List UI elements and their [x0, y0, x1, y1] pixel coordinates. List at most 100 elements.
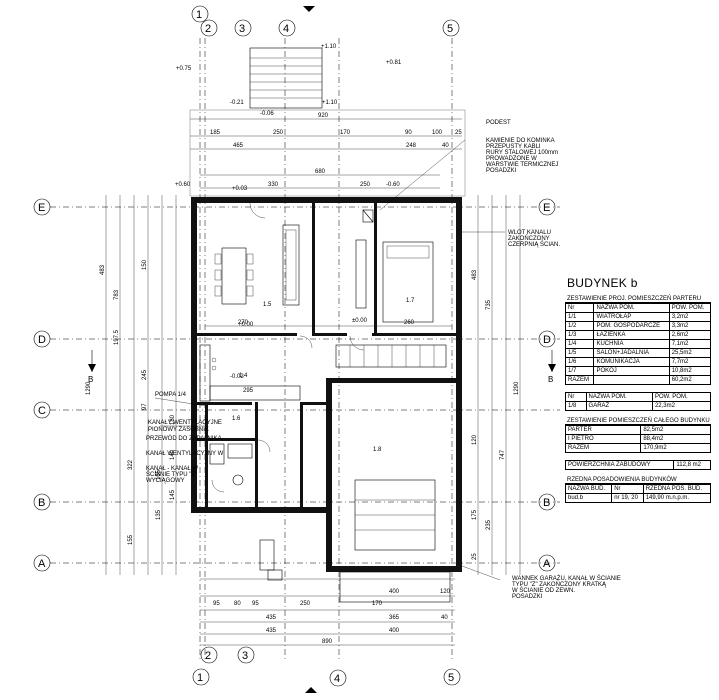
- axis-label-left-D: D: [38, 334, 46, 346]
- axis-label-top-4: 4: [283, 23, 289, 35]
- svg-text:KANAŁY WENTYLACYJNE: KANAŁY WENTYLACYJNE: [148, 420, 222, 426]
- svg-text:ŚCIANIE TYPU "Z": ŚCIANIE TYPU "Z": [146, 470, 197, 478]
- dining-table: [214, 247, 254, 305]
- svg-text:435: 435: [266, 628, 277, 634]
- svg-text:400: 400: [389, 589, 400, 595]
- axis-grid: [50, 38, 560, 660]
- axis-label-right-D: D: [543, 334, 551, 346]
- svg-text:PRZEPUSTY KABLI: PRZEPUSTY KABLI: [486, 144, 541, 150]
- svg-text:ZAKOŃCZONY: ZAKOŃCZONY: [508, 235, 550, 242]
- svg-text:25: 25: [455, 130, 462, 136]
- svg-text:1290: 1290: [86, 381, 92, 395]
- svg-text:747: 747: [500, 449, 506, 460]
- svg-text:-0.60: -0.60: [386, 182, 400, 188]
- building-title: BUDYNEK b: [567, 276, 638, 290]
- axis-label-top-3: 3: [239, 23, 245, 35]
- svg-text:PIONOWY ZASOBNIK: PIONOWY ZASOBNIK: [148, 427, 209, 433]
- axis-label-bottom-2: 2: [205, 650, 211, 662]
- svg-text:WYCIĄGOWY: WYCIĄGOWY: [146, 478, 185, 484]
- axis-bubbles-bottom: 1 2 3 4 5: [192, 646, 461, 693]
- axis-label-bottom-4: 4: [334, 673, 340, 685]
- svg-text:+0.60: +0.60: [175, 182, 191, 188]
- svg-text:POMPA 1/4: POMPA 1/4: [155, 392, 187, 398]
- entrance-stairs: [189, 47, 466, 197]
- schedule-title: ZESTAWIENIE PROJ. POMIESZCZEŃ PARTERU: [565, 296, 711, 303]
- svg-text:260: 260: [404, 320, 415, 326]
- tv-unit: [355, 239, 367, 309]
- axis-label-left-E: E: [38, 202, 45, 214]
- svg-text:-0.06: -0.06: [260, 111, 274, 117]
- svg-text:POSADZKI: POSADZKI: [486, 168, 517, 174]
- svg-text:483: 483: [472, 269, 478, 280]
- svg-text:+0.81: +0.81: [386, 60, 402, 66]
- porch-bottom: [259, 539, 283, 581]
- section-mark-right: B: [548, 350, 556, 384]
- svg-text:170: 170: [340, 130, 351, 136]
- svg-text:-0.21: -0.21: [230, 100, 244, 106]
- svg-text:185: 185: [210, 130, 221, 136]
- axis-label-top-5: 5: [447, 23, 453, 35]
- svg-text:-0.02: -0.02: [230, 374, 244, 380]
- svg-text:1290: 1290: [514, 381, 520, 395]
- sofa: [282, 224, 300, 306]
- svg-text:483: 483: [100, 264, 106, 275]
- svg-text:KANAŁ - KANAŁ W: KANAŁ - KANAŁ W: [146, 466, 198, 472]
- axis-label-left-C: C: [38, 405, 46, 417]
- axis-label-bottom-1: 1: [197, 672, 203, 684]
- svg-text:±0.00: ±0.00: [352, 318, 368, 324]
- svg-text:40: 40: [441, 615, 448, 621]
- built-area-box: POWIERZCHNIA ZABUDOWY 112,8 m2: [564, 460, 711, 470]
- svg-text:295: 295: [243, 388, 254, 394]
- room-schedule-panel: BUDYNEK b ZESTAWIENIE PROJ. POMIESZCZEŃ …: [564, 276, 712, 510]
- svg-text:95: 95: [213, 601, 220, 607]
- svg-text:90: 90: [405, 130, 412, 136]
- svg-text:W ŚCIANIE OD ZEWN.: W ŚCIANIE OD ZEWN.: [512, 586, 575, 594]
- svg-text:+1.10: +1.10: [322, 100, 338, 106]
- svg-text:235: 235: [486, 519, 492, 530]
- svg-text:245: 245: [142, 369, 148, 380]
- svg-text:165: 165: [156, 469, 162, 480]
- svg-text:PRZEWÓD DO ZAPALNIKA: PRZEWÓD DO ZAPALNIKA: [146, 435, 222, 442]
- svg-text:145: 145: [170, 489, 176, 500]
- room-number: 1.7: [406, 298, 415, 304]
- axis-label-right-A: A: [543, 558, 551, 570]
- svg-text:WANNEK GARAŻU, KANAŁ W ŚCIANIE: WANNEK GARAŻU, KANAŁ W ŚCIANIE: [512, 574, 621, 582]
- kitchen-counter: [199, 344, 301, 402]
- svg-text:KAMIENIE DO KOMINKA: KAMIENIE DO KOMINKA: [486, 138, 555, 144]
- svg-text:920: 920: [318, 113, 329, 119]
- room-number: 1.6: [232, 416, 241, 422]
- svg-text:120: 120: [440, 589, 451, 595]
- dimensions-right: 483 735 1290 747 120 235 175 25: [472, 195, 521, 575]
- svg-text:+0.03: +0.03: [232, 186, 248, 192]
- svg-text:680: 680: [315, 169, 326, 175]
- garage-car-bay: [339, 479, 451, 603]
- svg-text:250: 250: [300, 601, 311, 607]
- svg-text:PODEST: PODEST: [486, 120, 511, 126]
- schedule-title: ZESTAWIENIE POMIESZCZEŃ CAŁEGO BUDYNKU: [565, 418, 711, 425]
- svg-text:B: B: [88, 375, 93, 384]
- axis-label-top-2: 2: [205, 23, 211, 35]
- dimensions-left: 483 783 1290 197.5 322 150 245 97 165 13…: [86, 195, 177, 575]
- leader-notes: PODEST KAMIENIE DO KOMINKA PRZEPUSTY KAB…: [146, 120, 621, 600]
- inner-walls: [197, 203, 456, 507]
- svg-text:PROWADZONE W: PROWADZONE W: [486, 156, 537, 162]
- svg-text:KANAŁ WENTYLACYJNY W: KANAŁ WENTYLACYJNY W: [146, 451, 224, 457]
- svg-text:783: 783: [114, 289, 120, 300]
- bathroom-fixtures: [209, 443, 253, 486]
- bed: [382, 241, 434, 323]
- door-swings: [211, 202, 365, 493]
- svg-text:+0.00: +0.00: [238, 322, 254, 328]
- room-number: 1.8: [373, 447, 382, 453]
- svg-text:400: 400: [389, 628, 400, 634]
- ground-floor-schedule: ZESTAWIENIE PROJ. POMIESZCZEŃ PARTERU Nr…: [564, 296, 712, 385]
